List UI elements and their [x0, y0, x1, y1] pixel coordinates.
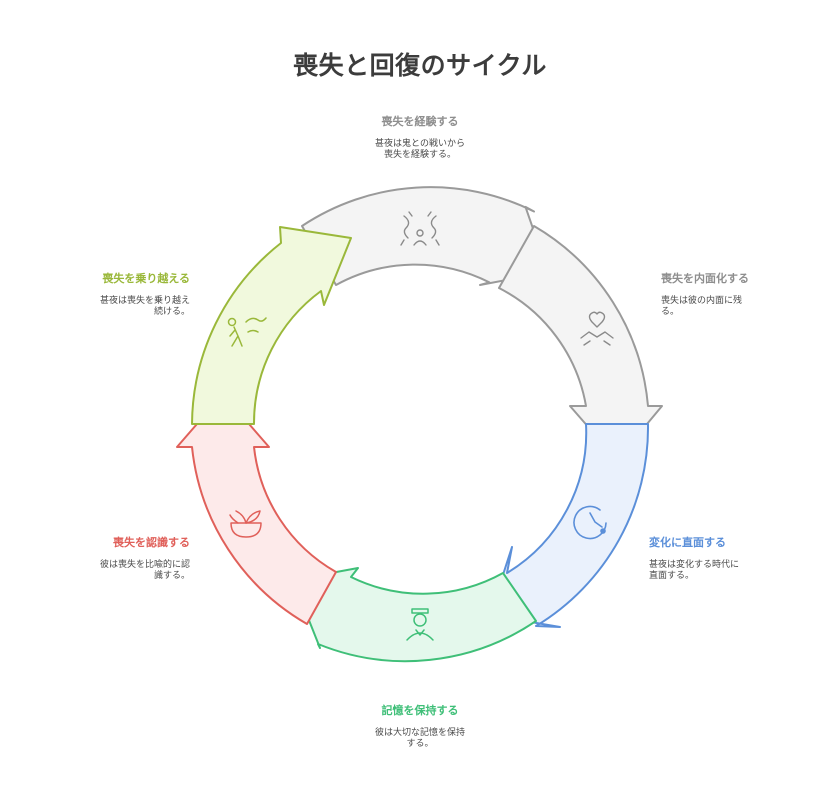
step-title-retain-memories: 記憶を保持する	[381, 704, 459, 717]
step-title-experience-loss: 喪失を経験する	[381, 115, 459, 128]
step-title-overcome-loss: 喪失を乗り越える	[102, 272, 190, 285]
hands-heart-icon	[580, 311, 614, 346]
segment-internalize-loss	[498, 225, 663, 461]
step-desc-recognize-loss: 彼は喪失を比喩的に認 識する。	[99, 560, 190, 581]
walking-person-icon	[227, 317, 267, 347]
step-desc-internalize-loss: 喪失は彼の内面に残 る。	[661, 296, 743, 317]
step-desc-face-change: 甚夜は変化する時代に 直面する。	[649, 560, 740, 581]
heartbreak-people-icon	[400, 211, 440, 246]
step-title-recognize-loss: 喪失を認識する	[113, 536, 190, 549]
segment-face-change	[489, 423, 650, 628]
sailor-person-icon	[406, 608, 434, 641]
clock-icon	[573, 505, 607, 540]
diagram-title: 喪失と回復のサイクル	[293, 51, 547, 80]
segment-experience-loss	[301, 186, 550, 286]
plant-bowl-icon	[229, 510, 262, 538]
segment-recognize-loss	[176, 393, 337, 625]
step-desc-retain-memories: 彼は大切な記憶を保持 する。	[374, 728, 465, 749]
step-desc-overcome-loss: 甚夜は喪失を乗り越え 続ける。	[99, 296, 190, 317]
step-desc-experience-loss: 甚夜は鬼との戦いから 喪失を経験する。	[375, 139, 465, 160]
segment-retain-memories	[292, 567, 537, 663]
segment-overcome-loss	[191, 226, 352, 425]
step-title-internalize-loss: 喪失を内面化する	[661, 272, 749, 285]
step-title-face-change: 変化に直面する	[649, 536, 726, 549]
